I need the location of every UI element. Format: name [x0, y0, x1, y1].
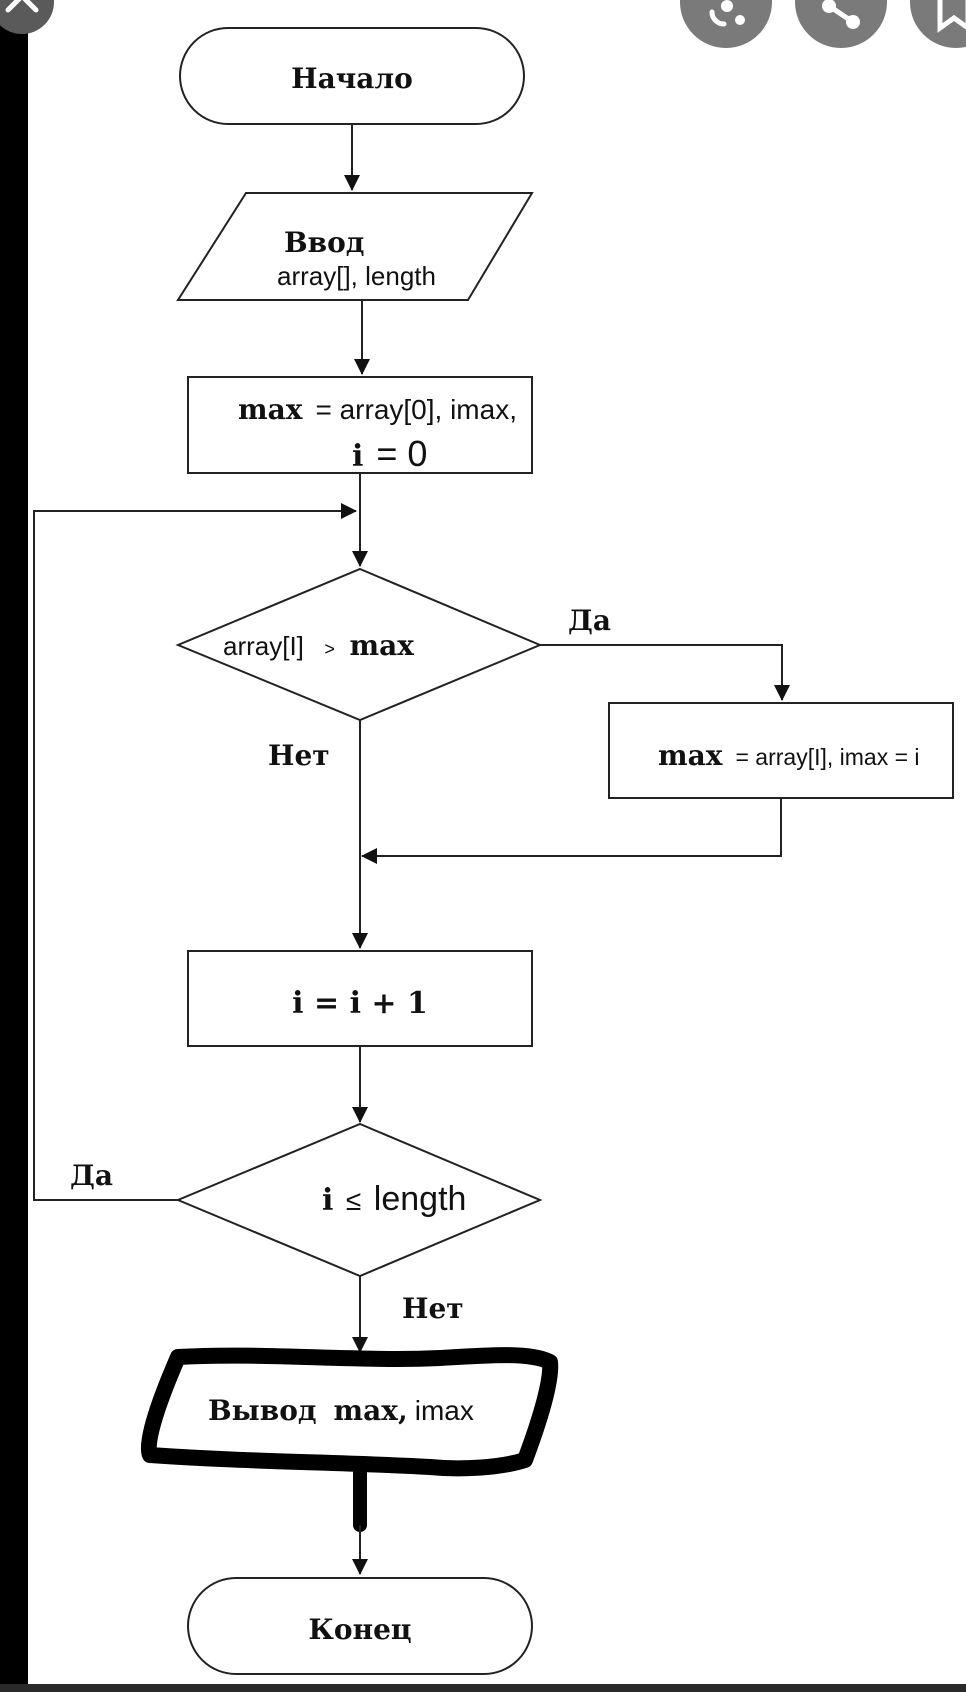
start-terminator: Начало [179, 27, 525, 125]
output-title: Вывод [208, 1394, 317, 1427]
svg-text:Вывод max, imax: Вывод max, imax [208, 1394, 474, 1427]
share-button[interactable] [795, 0, 887, 48]
cond1-yes-label: Да [568, 604, 611, 637]
input-vars: array[], length [277, 261, 436, 291]
cond2-length: length [374, 1180, 467, 1218]
assign-max-var: max [658, 739, 723, 772]
back-button[interactable] [0, 0, 54, 34]
left-black-border [0, 0, 28, 1692]
input-title: Ввод [284, 226, 364, 259]
increment-text: i = i + 1 [292, 986, 428, 1021]
bookmark-button[interactable] [910, 0, 966, 48]
lens-icon [709, 0, 745, 27]
assign-process-box: max = array[I], imax = i [608, 702, 954, 799]
assign-expression: = array[I], imax = i [735, 744, 919, 770]
cond2-yes-label: Да [70, 1159, 113, 1192]
bottom-system-bar [0, 1684, 966, 1692]
output-max-var: max, [334, 1394, 408, 1427]
condition2-diamond: i ≤ length [175, 1122, 543, 1278]
svg-text:array[I] > max: array[I] > max [223, 629, 414, 662]
loop-back-connector [33, 503, 357, 1201]
arrow-cond1-yes [540, 644, 790, 701]
init-assignment-line1: = array[0], imax, [315, 394, 517, 425]
cond1-no-label: Нет [268, 739, 330, 772]
svg-text:i = 0: i = 0 [352, 433, 427, 474]
output-imax-var: imax [415, 1395, 474, 1426]
condition1-diamond: array[I] > max [175, 567, 543, 722]
cond2-operator: ≤ [346, 1185, 361, 1216]
cond2-no-label: Нет [402, 1292, 464, 1325]
svg-text:i ≤ length: i ≤ length [322, 1180, 466, 1218]
end-label: Конец [308, 1613, 411, 1646]
cond1-operator: > [324, 639, 335, 659]
init-max-var: max [238, 393, 303, 426]
end-terminator: Конец [187, 1577, 533, 1675]
back-chevron-icon [5, 0, 39, 13]
bookmark-icon [937, 0, 966, 33]
init-process-box: max = array[0], imax, i = 0 [187, 376, 533, 474]
init-assignment-line2: = 0 [376, 433, 427, 474]
cond2-i-var: i [322, 1183, 333, 1218]
svg-text:max = array[I], imax = i: max = array[I], imax = i [658, 739, 920, 772]
lens-button[interactable] [680, 0, 772, 48]
init-i-var: i [352, 439, 363, 474]
cond1-left: array[I] [223, 631, 304, 661]
increment-process-box: i = i + 1 [187, 950, 533, 1047]
input-parallelogram: Ввод array[], length [176, 192, 534, 301]
output-parallelogram: Вывод max, imax [140, 1347, 559, 1477]
arrow-assign-merge [361, 798, 782, 864]
start-label: Начало [291, 62, 413, 95]
svg-text:max = array[0], imax,: max = array[0], imax, [238, 393, 517, 426]
cond1-right: max [349, 629, 414, 662]
share-icon [822, 0, 860, 29]
